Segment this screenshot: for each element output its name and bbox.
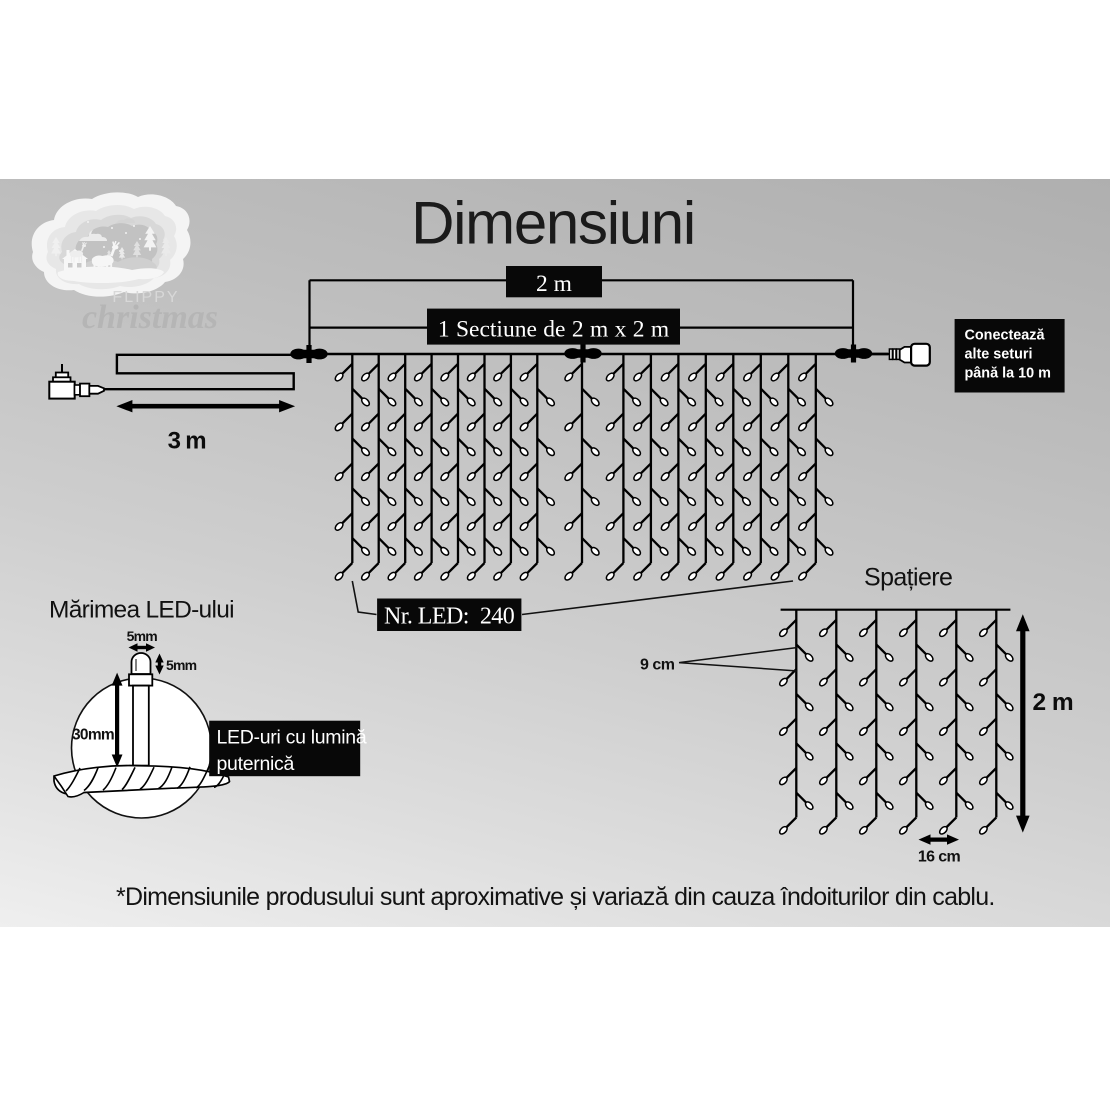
svg-text:LED-uri cu lumină: LED-uri cu lumină <box>217 727 367 749</box>
svg-text:puternică: puternică <box>217 753 295 775</box>
svg-text:1 Sectiune de 2 m x 2 m: 1 Sectiune de 2 m x 2 m <box>438 317 669 343</box>
svg-text:Nr. LED: 240: Nr. LED: 240 <box>384 604 515 630</box>
svg-text:Conectează: Conectează <box>965 328 1046 344</box>
svg-text:*Dimensiunile produsului sunt: *Dimensiunile produsului sunt aproximati… <box>116 883 995 911</box>
svg-text:2 m: 2 m <box>536 271 572 297</box>
svg-text:FLIPPY: FLIPPY <box>112 289 179 306</box>
svg-text:Mărimea LED-ului: Mărimea LED-ului <box>49 597 234 624</box>
svg-text:Spațiere: Spațiere <box>864 564 952 592</box>
svg-text:alte seturi: alte seturi <box>965 347 1033 363</box>
svg-text:Dimensiuni: Dimensiuni <box>411 190 695 257</box>
svg-text:christmas: christmas <box>82 299 218 336</box>
svg-text:5mm: 5mm <box>127 628 158 644</box>
svg-text:2 m: 2 m <box>1033 689 1074 716</box>
svg-text:până la 10 m: până la 10 m <box>965 366 1051 382</box>
svg-text:5mm: 5mm <box>166 657 197 673</box>
svg-text:16 cm: 16 cm <box>918 849 961 866</box>
svg-text:30mm: 30mm <box>72 727 114 744</box>
svg-text:3 m: 3 m <box>168 428 206 455</box>
svg-text:9 cm: 9 cm <box>640 657 675 674</box>
